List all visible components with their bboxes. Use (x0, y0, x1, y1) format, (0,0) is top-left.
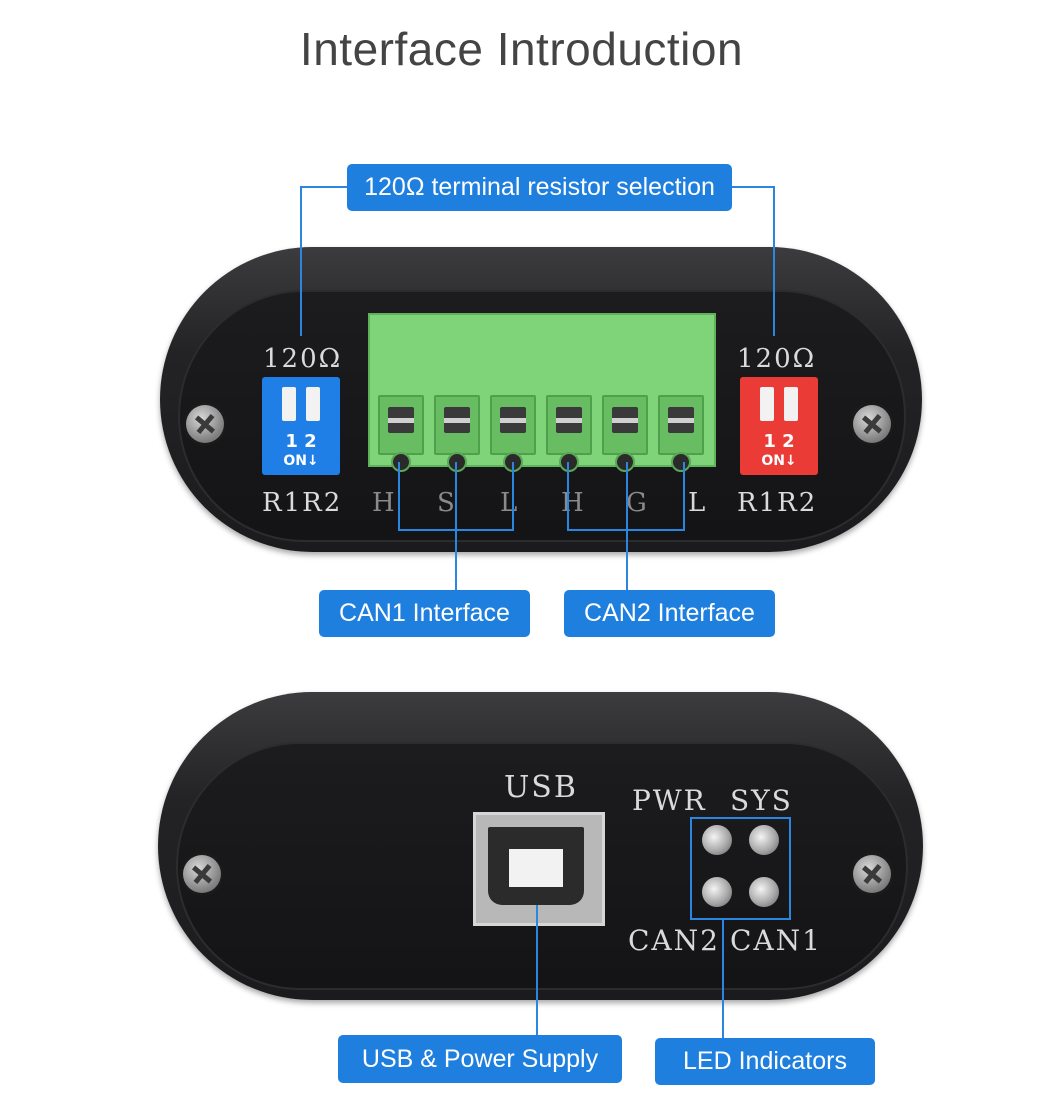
left-dip-switch-1[interactable] (282, 387, 296, 421)
right-dip-switch-1[interactable] (760, 387, 774, 421)
can2-led-label: CAN2 (628, 924, 720, 957)
page-title: Interface Introduction (299, 23, 744, 75)
can1-bracket-left (398, 462, 400, 530)
pin-label-can1-s: S (437, 488, 457, 518)
terminal-slot-1[interactable] (378, 395, 424, 455)
left-ohm-label: 120Ω (263, 344, 343, 374)
resistor-leader-right-v (773, 186, 775, 336)
terminal-hole-2 (447, 452, 467, 472)
can2-bracket-left (567, 462, 569, 530)
back-right-screw (853, 855, 891, 893)
right-dip-numbers: 1 2 (763, 431, 795, 452)
can2-bracket-mid (626, 462, 628, 590)
pin-label-can1-l: L (500, 488, 520, 518)
usb-leader (536, 905, 538, 1037)
right-ohm-label: 120Ω (737, 344, 817, 374)
led-group-box (690, 817, 791, 920)
can1-bracket-mid (455, 462, 457, 590)
terminal-slot-5[interactable] (602, 395, 648, 455)
resistor-leader-left-v (300, 186, 302, 336)
usb-b-port[interactable] (473, 812, 605, 926)
left-dip-numbers: 1 2 (285, 431, 317, 452)
right-screw (853, 405, 891, 443)
pin-label-can1-h: H (372, 488, 397, 518)
sys-led-label: SYS (730, 784, 793, 817)
back-left-screw (183, 855, 221, 893)
resistor-leader-left-h (301, 186, 347, 188)
usb-label: USB (504, 770, 578, 805)
terminal-slot-3[interactable] (490, 395, 536, 455)
can2-interface-callout: CAN2 Interface (564, 590, 775, 637)
terminal-slot-6[interactable] (658, 395, 704, 455)
pwr-led-label: PWR (632, 784, 707, 817)
pin-label-can2-l: L (688, 488, 708, 518)
terminal-hole-6 (671, 452, 691, 472)
right-dip-switch[interactable]: 1 2 ON↓ (740, 377, 818, 475)
left-dip-on-label: ON↓ (283, 453, 319, 469)
right-r1r2-label: R1R2 (737, 488, 818, 518)
pin-label-can2-h: H (561, 488, 586, 518)
left-dip-switch[interactable]: 1 2 ON↓ (262, 377, 340, 475)
right-dip-switch-2[interactable] (784, 387, 798, 421)
can2-led (702, 877, 732, 907)
led-leader (722, 918, 724, 1038)
terminal-hole-1 (391, 452, 411, 472)
pwr-led (702, 825, 732, 855)
pin-label-can2-g: G (626, 488, 649, 518)
left-r1r2-label: R1R2 (262, 488, 343, 518)
can1-interface-callout: CAN1 Interface (319, 590, 530, 637)
terminal-slot-4[interactable] (546, 395, 592, 455)
right-dip-on-label: ON↓ (761, 453, 797, 469)
can2-bracket-right (683, 462, 685, 530)
can1-bracket-right (512, 462, 514, 530)
led-indicators-callout: LED Indicators (655, 1038, 875, 1085)
left-screw (186, 405, 224, 443)
terminal-hole-5 (615, 452, 635, 472)
sys-led (749, 825, 779, 855)
resistor-selection-callout: 120Ω terminal resistor selection (347, 164, 732, 211)
can1-led-label: CAN1 (730, 924, 822, 957)
usb-port-tongue (509, 849, 563, 887)
terminal-hole-4 (559, 452, 579, 472)
terminal-slot-2[interactable] (434, 395, 480, 455)
resistor-leader-right-h (732, 186, 774, 188)
usb-power-callout: USB & Power Supply (338, 1035, 622, 1083)
can1-led (749, 877, 779, 907)
left-dip-switch-2[interactable] (306, 387, 320, 421)
